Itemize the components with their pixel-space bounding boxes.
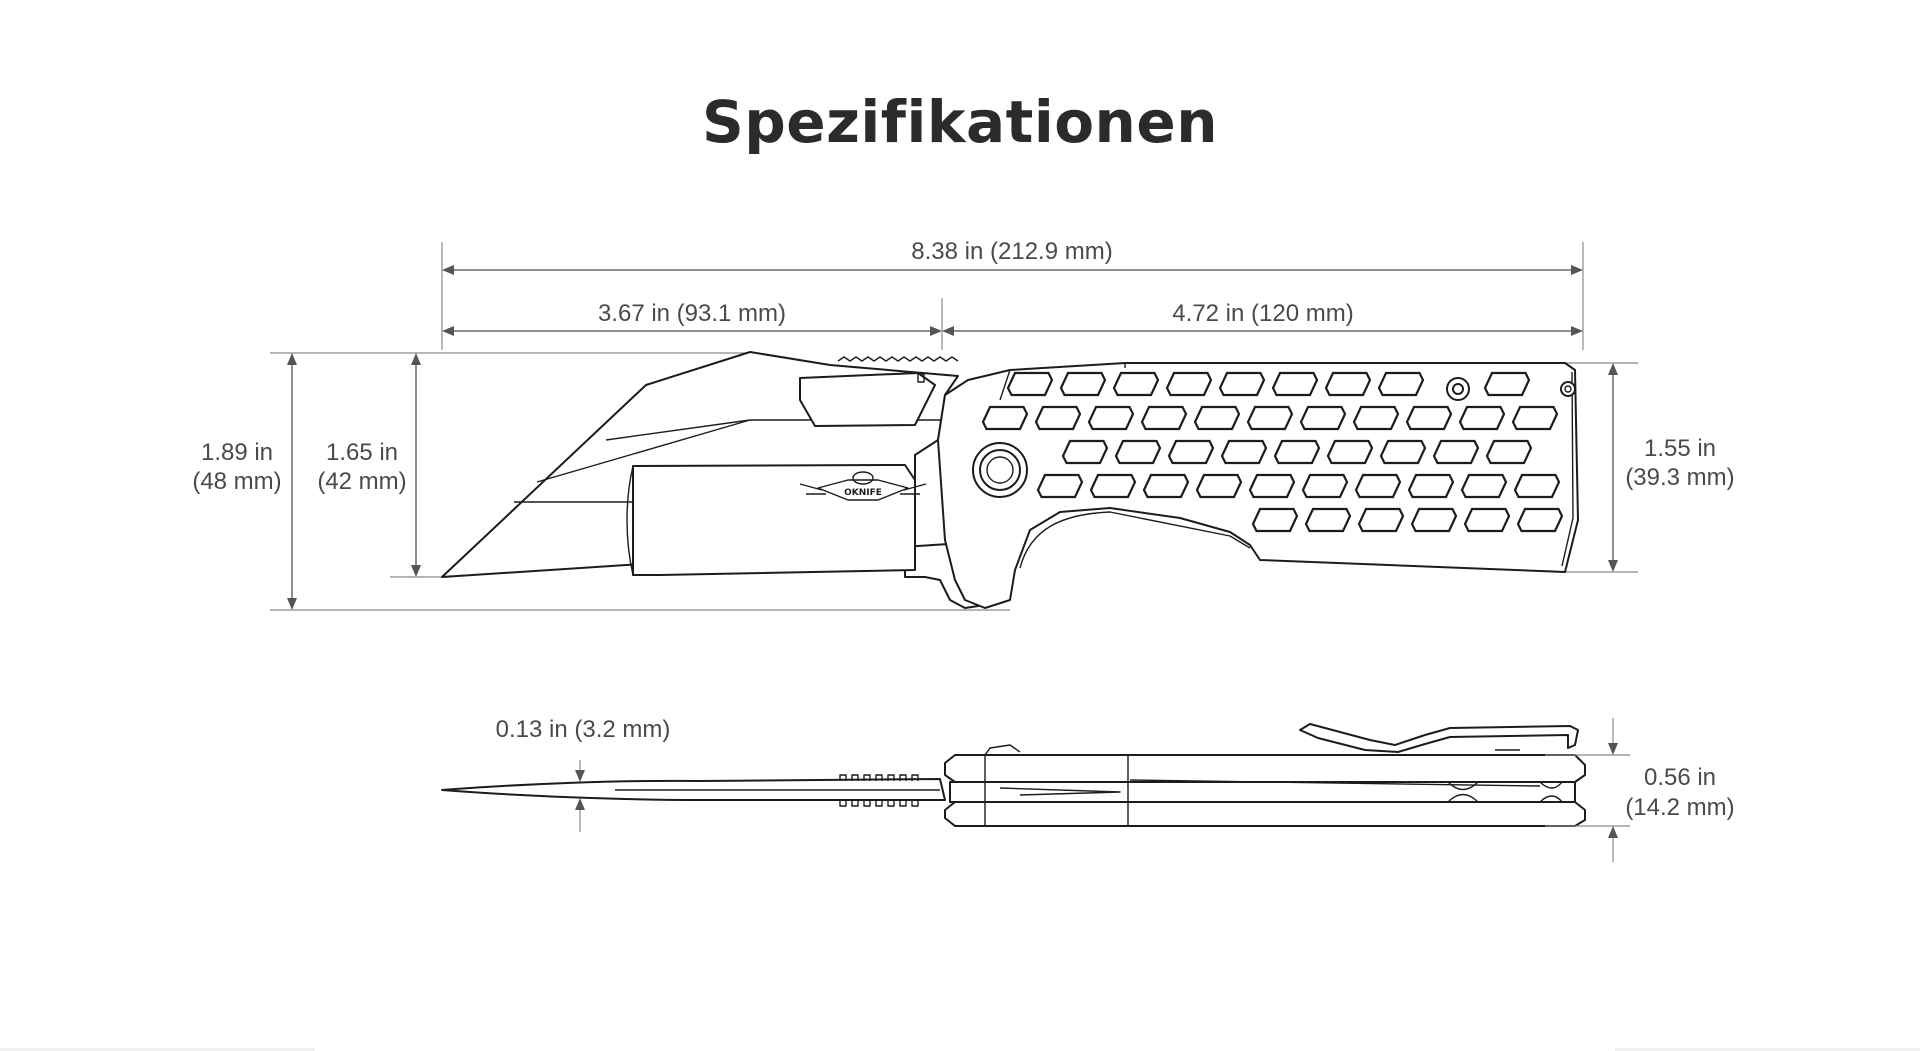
- handle-cell: [1357, 507, 1405, 533]
- handle-cell: [1513, 473, 1561, 499]
- handle-cell: [1432, 439, 1480, 465]
- footer-divider-left: [0, 1048, 315, 1051]
- handle-cell: [1273, 439, 1321, 465]
- handle-cell: [1034, 405, 1082, 431]
- handle-cell: [1220, 439, 1268, 465]
- handle-cell: [1193, 405, 1241, 431]
- handle-cell: [1485, 439, 1533, 465]
- handle-cell: [1195, 473, 1243, 499]
- handle-cell: [1516, 507, 1564, 533]
- thickness-dimensions: [575, 718, 1630, 862]
- top-handle-upper: [944, 754, 1586, 783]
- handle-cell: [1251, 507, 1299, 533]
- handle-cell: [1036, 473, 1084, 499]
- pivot-screw: [972, 442, 1028, 498]
- handle-cell: [1410, 507, 1458, 533]
- handle-cell: [1511, 405, 1559, 431]
- blade-height-in-label: 1.65 in: [326, 439, 398, 466]
- honeycomb-texture: [981, 371, 1564, 533]
- overall-height-mm-label: (48 mm): [192, 468, 281, 495]
- handle-cell: [1140, 405, 1188, 431]
- handle-cell: [1246, 405, 1294, 431]
- handle-cell: [1483, 371, 1531, 397]
- handle-cell: [981, 405, 1029, 431]
- overall-length-label: 8.38 in (212.9 mm): [911, 238, 1112, 265]
- blade-height-mm-label: (42 mm): [317, 468, 406, 495]
- handle-cell: [1458, 405, 1506, 431]
- handle-cell: [1324, 371, 1372, 397]
- handle-cell: [1379, 439, 1427, 465]
- blade-slab: [632, 464, 916, 576]
- knife-top-view: [441, 723, 1586, 827]
- handle-cell: [1114, 439, 1162, 465]
- handle-height-in-label: 1.55 in: [1644, 435, 1716, 462]
- handle-cell: [1142, 473, 1190, 499]
- handle-cell: [1271, 371, 1319, 397]
- closed-thickness-mm-label: (14.2 mm): [1625, 794, 1734, 821]
- blade-thickness-label: 0.13 in (3.2 mm): [496, 716, 671, 743]
- handle-cell: [1304, 507, 1352, 533]
- handle-cell: [1248, 473, 1296, 499]
- handle-screw: [1446, 377, 1470, 401]
- dimension-lines: [270, 242, 1638, 611]
- handle-screw-2: [1560, 381, 1576, 397]
- handle-cell: [1352, 405, 1400, 431]
- handle-cell: [1165, 371, 1213, 397]
- handle-cell: [1061, 439, 1109, 465]
- blade-length-label: 3.67 in (93.1 mm): [598, 300, 786, 327]
- handle-length-label: 4.72 in (120 mm): [1172, 300, 1353, 327]
- overall-height-in-label: 1.89 in: [201, 439, 273, 466]
- footer-divider-right: [1615, 1048, 1920, 1051]
- handle-cell: [1087, 405, 1135, 431]
- handle-cell: [1218, 371, 1266, 397]
- handle-cell: [1377, 371, 1425, 397]
- pocket-clip: [1299, 723, 1579, 753]
- handle-height-mm-label: (39.3 mm): [1625, 464, 1734, 491]
- handle-cell: [1407, 473, 1455, 499]
- top-handle-lower: [944, 801, 1586, 827]
- closed-thickness-in-label: 0.56 in: [1644, 764, 1716, 791]
- thumb-cutout: [799, 372, 936, 427]
- handle-cell: [1301, 473, 1349, 499]
- handle-cell: [1089, 473, 1137, 499]
- page-title: Spezifikationen: [702, 88, 1218, 156]
- handle-cell: [1463, 507, 1511, 533]
- dimension-labels: 8.38 in (212.9 mm) 3.67 in (93.1 mm) 4.7…: [192, 238, 1734, 821]
- knife-side-view: OKNIFE: [441, 351, 1579, 609]
- handle-cell: [1460, 473, 1508, 499]
- handle-cell: [1299, 405, 1347, 431]
- handle-cell: [1167, 439, 1215, 465]
- logo-text: OKNIFE: [844, 488, 882, 498]
- handle-cell: [1059, 371, 1107, 397]
- handle-cell: [1405, 405, 1453, 431]
- handle-cell: [1354, 473, 1402, 499]
- handle-cell: [1006, 371, 1054, 397]
- brand-logo: OKNIFE: [799, 471, 927, 501]
- handle-cell: [1326, 439, 1374, 465]
- handle-cell: [1112, 371, 1160, 397]
